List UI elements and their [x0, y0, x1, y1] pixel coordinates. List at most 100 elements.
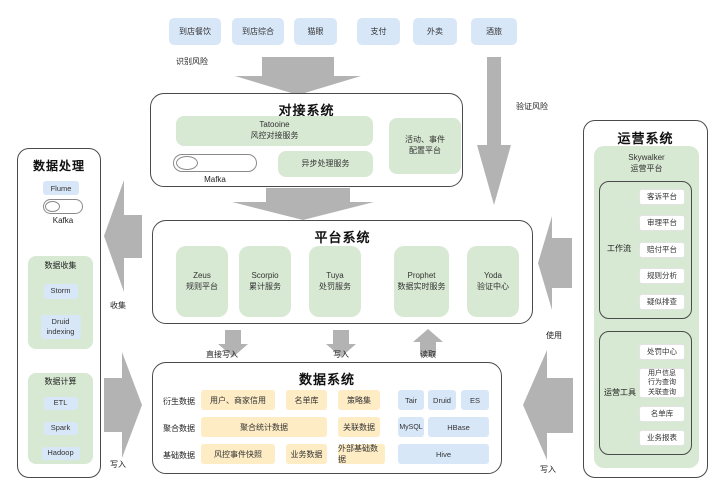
channel-hotel-travel: 酒旅 [471, 18, 517, 45]
service-zeus: Zeus 规则平台 [176, 246, 228, 317]
skywalker-desc: 运营平台 [630, 163, 663, 173]
service-name: Yoda [484, 270, 502, 280]
mafka-queue-icon [173, 154, 257, 172]
label-write-left: 写入 [110, 460, 126, 469]
arrow-direct-write-down [218, 330, 248, 357]
tool-etl: ETL [43, 396, 78, 410]
group-data-computation: 数据计算 ETL Spark Hadoop [28, 373, 93, 464]
event-config-line2: 配置平台 [409, 146, 441, 155]
arrow-verify-risk-down [477, 57, 511, 205]
group-operation-tools-label: 运营工具 [604, 388, 636, 397]
item-complaint-platform: 客诉平台 [639, 189, 685, 205]
operation-system-title: 运营系统 [617, 131, 674, 146]
storage-hbase: HBase [428, 417, 489, 437]
storage-druid: Druid [428, 390, 456, 410]
tool-storm: Storm [43, 283, 78, 299]
data-system-title: 数据系统 [298, 372, 355, 387]
arrow-use-left [538, 216, 572, 310]
channel-maoyan: 猫眼 [294, 18, 337, 45]
service-name: Prophet [407, 270, 436, 280]
storage-tair: Tair [398, 390, 424, 410]
service-prophet: Prophet 数据实时服务 [394, 246, 449, 317]
event-config-line1: 活动、事件 [405, 135, 445, 145]
data-aggregate-stats: 聚合统计数据 [201, 417, 327, 437]
service-yoda: Yoda 验证中心 [467, 246, 519, 317]
label-direct-write: 直接写入 [206, 350, 238, 359]
item-review-platform: 审理平台 [639, 215, 685, 231]
item-rule-analysis: 规则分析 [639, 268, 685, 284]
group-data-collection: 数据收集 Storm Druid indexing [28, 256, 93, 349]
label-collect: 收集 [110, 301, 126, 310]
service-scorpio: Scorpio 累计服务 [239, 246, 291, 317]
operation-system-box: 运营系统 Skywalker 运营平台 工作流 客诉平台 审理平台 赔付平台 规… [583, 120, 708, 478]
data-strategy-set: 策略集 [338, 390, 380, 410]
event-config-platform-box: 活动、事件 配置平台 [389, 118, 461, 174]
platform-system-title: 平台系统 [314, 230, 371, 245]
data-processing-title: 数据处理 [32, 159, 85, 173]
row-label-basic: 基础数据 [163, 451, 195, 460]
tool-hadoop: Hadoop [41, 446, 80, 460]
skywalker-platform-box: Skywalker 运营平台 工作流 客诉平台 审理平台 赔付平台 规则分析 疑… [594, 146, 699, 468]
async-service-box: 异步处理服务 [278, 151, 373, 177]
tatooine-desc: 风控对接服务 [250, 131, 299, 140]
storage-hive: Hive [398, 444, 489, 464]
item-punishment-center: 处罚中心 [639, 344, 685, 360]
data-user-merchant-credit: 用户、商家信用 [201, 390, 275, 410]
service-desc: 数据实时服务 [397, 281, 446, 291]
storage-mysql: MySQL [398, 417, 424, 437]
channel-instore-general: 到店综合 [232, 18, 284, 45]
data-processing-box: 数据处理 Flume Kafka 数据收集 Storm Druid indexi… [17, 148, 101, 478]
service-tuya: Tuya 处罚服务 [309, 246, 361, 317]
item-business-report: 业务报表 [639, 430, 685, 446]
arrow-collect-left [104, 180, 142, 292]
tool-spark: Spark [43, 421, 78, 435]
service-desc: 规则平台 [186, 281, 218, 291]
row-label-aggregate: 聚合数据 [163, 424, 195, 433]
group-workflow-label: 工作流 [607, 244, 631, 253]
channel-payment: 支付 [357, 18, 400, 45]
label-use: 使用 [546, 331, 562, 340]
service-desc: 处罚服务 [319, 281, 351, 291]
group-data-computation-label: 数据计算 [44, 377, 77, 386]
label-verify-risk: 验证风险 [516, 102, 548, 111]
arrow-identify-risk-down [235, 57, 361, 95]
tool-druid-indexing: Druid indexing [40, 314, 81, 339]
arrow-write-left-right [104, 352, 142, 458]
kafka-queue-icon [43, 199, 83, 214]
service-name: Scorpio [251, 270, 279, 280]
data-business: 业务数据 [286, 444, 327, 464]
arrow-write-mid-down [326, 330, 356, 357]
async-service-label: 异步处理服务 [301, 158, 350, 168]
data-related: 关联数据 [338, 417, 380, 437]
skywalker-name: Skywalker [628, 153, 665, 162]
arrow-write-right-left [523, 350, 573, 460]
arrow-dock-to-platform-down [232, 188, 374, 220]
arrow-read-up [413, 329, 443, 356]
group-operation-tools: 运营工具 处罚中心 用户信息 行为查询 关联查询 名单库 业务报表 [599, 331, 692, 455]
service-name: Tuya [326, 270, 344, 280]
group-workflow: 工作流 客诉平台 审理平台 赔付平台 规则分析 疑似排查 [599, 181, 692, 319]
storage-es: ES [461, 390, 489, 410]
item-suspect-investigation: 疑似排查 [639, 294, 685, 310]
label-write-mid: 写入 [333, 350, 349, 359]
data-list-library: 名单库 [286, 390, 327, 410]
label-identify-risk: 识别风险 [176, 57, 208, 66]
group-data-collection-label: 数据收集 [44, 261, 77, 270]
data-external-basic: 外部基础数据 [338, 444, 385, 464]
docking-system-title: 对接系统 [278, 103, 335, 118]
tatooine-service-box: Tatooine 风控对接服务 [176, 116, 373, 146]
mafka-cylinder-cap [176, 156, 198, 170]
data-risk-event-snapshot: 风控事件快照 [201, 444, 275, 464]
channel-instore-dining: 到店餐饮 [169, 18, 221, 45]
kafka-label: Kafka [52, 216, 74, 225]
row-label-derived: 衍生数据 [163, 397, 195, 406]
label-write-right: 写入 [540, 465, 556, 474]
docking-system-box: 对接系统 Tatooine 风控对接服务 活动、事件 配置平台 异步处理服务 M… [150, 93, 463, 187]
service-desc: 累计服务 [249, 281, 281, 291]
tatooine-name: Tatooine [259, 120, 290, 130]
channel-delivery: 外卖 [413, 18, 457, 45]
service-desc: 验证中心 [477, 281, 509, 291]
item-user-info-query: 用户信息 行为查询 关联查询 [639, 368, 685, 398]
